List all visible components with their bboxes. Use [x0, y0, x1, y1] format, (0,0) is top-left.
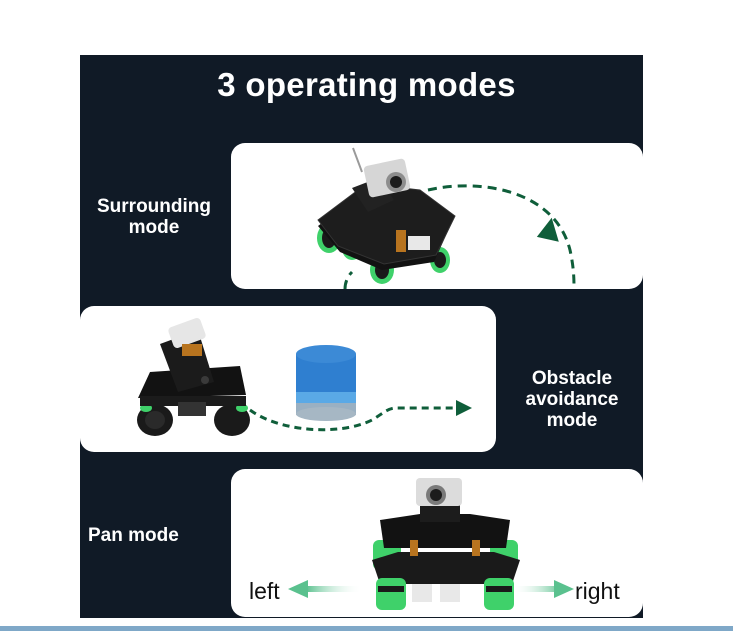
bottom-divider	[0, 626, 733, 631]
camera-icon	[363, 158, 411, 198]
left-arrow-icon	[288, 580, 362, 598]
page-title: 3 operating modes	[217, 66, 516, 103]
pan-mode-label: Pan mode	[88, 525, 179, 546]
left-direction-label: left	[249, 578, 280, 604]
right-direction-label: right	[575, 578, 620, 604]
right-arrow-icon	[512, 580, 574, 598]
surrounding-mode-label: Surrounding mode	[97, 196, 211, 238]
robot-car-icon-3	[372, 478, 520, 610]
foam-cylinder-icon	[296, 345, 356, 421]
surround-arrow-icon	[343, 184, 576, 290]
camera-icon-3	[416, 478, 462, 506]
robot-car-icon	[317, 147, 456, 284]
obstacle-avoidance-mode-label: Obstacle avoidance mode	[525, 368, 619, 431]
robot-car-icon-2	[137, 317, 250, 436]
avoid-arrow-icon	[249, 400, 472, 432]
